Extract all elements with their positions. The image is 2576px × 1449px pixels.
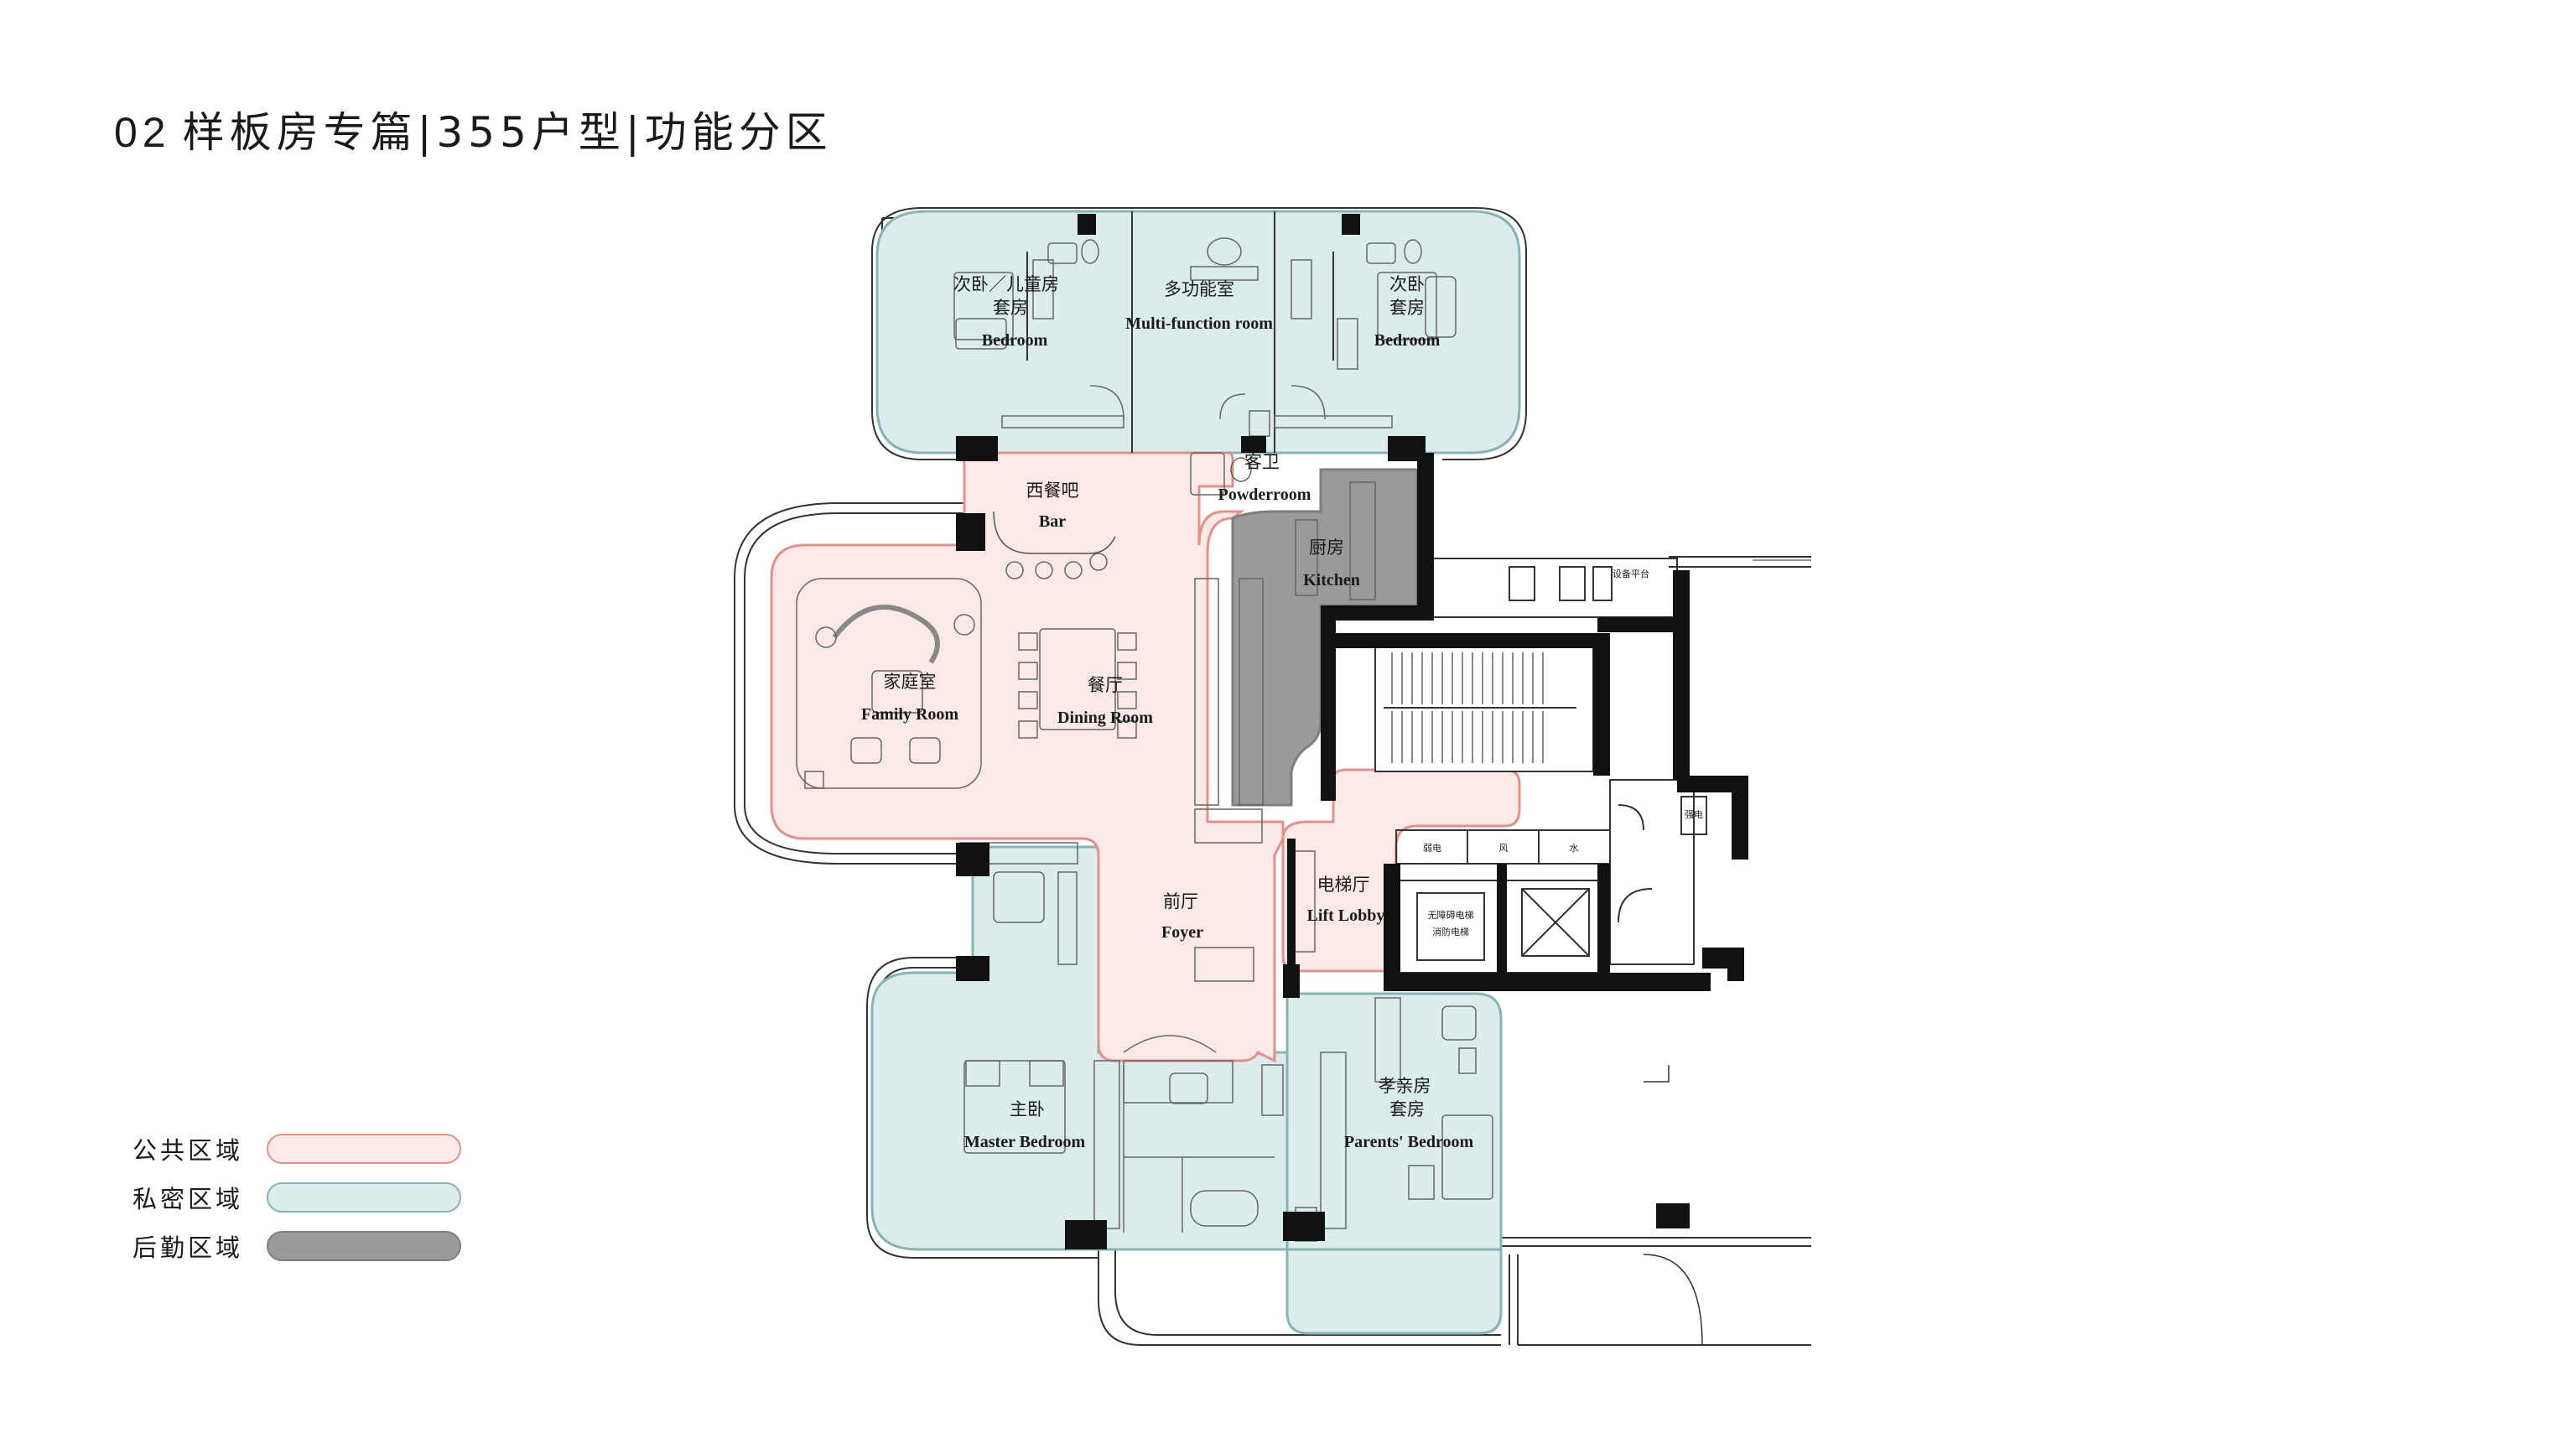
room-family-en: Family Room	[861, 705, 958, 724]
room-kitchen: 厨房 Kitchen	[1303, 538, 1360, 589]
room-kids-bedroom-cn1: 次卧／儿童房	[953, 274, 1059, 294]
zone-legend: 公共区域 私密区域 后勤区域	[132, 1132, 461, 1278]
room-bar: 西餐吧 Bar	[1026, 480, 1079, 531]
interior-linework	[796, 211, 1493, 1242]
private-zone-balcony	[1285, 1248, 1503, 1335]
legend-label-private: 私密区域	[132, 1185, 244, 1213]
room-foyer-cn: 前厅	[1163, 891, 1198, 911]
core-water-label: 水	[1570, 843, 1579, 854]
legend-swatch-public	[267, 1134, 461, 1164]
private-zone-top	[875, 210, 1521, 454]
room-kids-bedroom-cn2: 套房	[993, 298, 1028, 318]
room-lift-lobby-cn: 电梯厅	[1317, 875, 1370, 895]
private-zone	[870, 210, 1521, 1335]
room-powder-cn: 客卫	[1244, 452, 1280, 472]
room-multifunction: 多功能室 Multi-function room	[1125, 279, 1273, 333]
room-dining-en: Dining Room	[1057, 709, 1153, 727]
room-second-bedroom-en: Bedroom	[1374, 331, 1441, 350]
legend-swatch-service	[267, 1231, 461, 1261]
room-family: 家庭室 Family Room	[861, 672, 958, 724]
room-foyer-en: Foyer	[1161, 923, 1203, 942]
room-kids-bedroom: 次卧／儿童房 套房 Bedroom	[953, 274, 1059, 350]
legend-item-public: 公共区域	[132, 1132, 461, 1166]
room-parents-cn1: 孝亲房	[1379, 1076, 1431, 1096]
core-fire-lift2-label: 消防电梯	[1432, 926, 1469, 937]
structural-walls	[956, 214, 1748, 1249]
core-wind-label: 风	[1499, 843, 1509, 854]
room-master-cn: 主卧	[1010, 1099, 1045, 1119]
core-equipment-platform-label: 设备平台	[1613, 568, 1649, 579]
room-multifunction-cn: 多功能室	[1164, 279, 1234, 299]
legend-swatch-private	[267, 1182, 461, 1213]
room-dining-cn: 餐厅	[1088, 675, 1123, 695]
room-kitchen-en: Kitchen	[1303, 571, 1360, 589]
page-number: 02	[114, 109, 171, 156]
room-multifunction-en: Multi-function room	[1125, 314, 1273, 333]
room-lift-lobby-en: Lift Lobby	[1307, 906, 1385, 925]
room-parents-en: Parents' Bedroom	[1344, 1133, 1474, 1151]
core-weak-current-label: 弱电	[1423, 843, 1441, 854]
room-foyer: 前厅 Foyer	[1161, 891, 1203, 942]
public-zone-main	[770, 451, 1285, 1063]
legend-item-private: 私密区域	[132, 1181, 461, 1214]
room-dining: 餐厅 Dining Room	[1057, 675, 1153, 727]
core-fire-lift-label: 无障碍电梯	[1428, 909, 1474, 921]
room-parents: 孝亲房 套房 Parents' Bedroom	[1344, 1076, 1474, 1151]
page-title-text: 样板房专篇|355户型|功能分区	[182, 108, 833, 157]
service-zone-kitchen	[1231, 468, 1419, 807]
room-powder: 客卫 Powderroom	[1218, 452, 1311, 504]
room-master: 主卧 Master Bedroom	[964, 1099, 1086, 1151]
legend-item-service: 后勤区域	[132, 1229, 461, 1263]
room-family-cn: 家庭室	[884, 672, 937, 692]
public-zone	[770, 451, 1521, 1063]
private-zone-bottom-right	[1285, 992, 1503, 1251]
room-kids-bedroom-en: Bedroom	[982, 331, 1048, 350]
private-zone-bottom-left	[870, 845, 1289, 1251]
room-bar-en: Bar	[1039, 512, 1066, 531]
room-kitchen-cn: 厨房	[1309, 538, 1344, 558]
room-second-bedroom: 次卧 套房 Bedroom	[1374, 274, 1441, 350]
room-bar-cn: 西餐吧	[1026, 480, 1079, 501]
legend-label-service: 后勤区域	[132, 1233, 244, 1262]
room-parents-cn2: 套房	[1389, 1099, 1425, 1119]
room-lift-lobby: 电梯厅 Lift Lobby	[1307, 875, 1385, 925]
room-second-bedroom-cn1: 次卧	[1389, 274, 1425, 294]
room-powder-en: Powderroom	[1218, 486, 1311, 504]
legend-label-public: 公共区域	[132, 1136, 244, 1165]
room-second-bedroom-cn2: 套房	[1389, 298, 1425, 318]
core-strong-current-label: 强电	[1685, 809, 1703, 820]
room-master-en: Master Bedroom	[964, 1133, 1086, 1151]
